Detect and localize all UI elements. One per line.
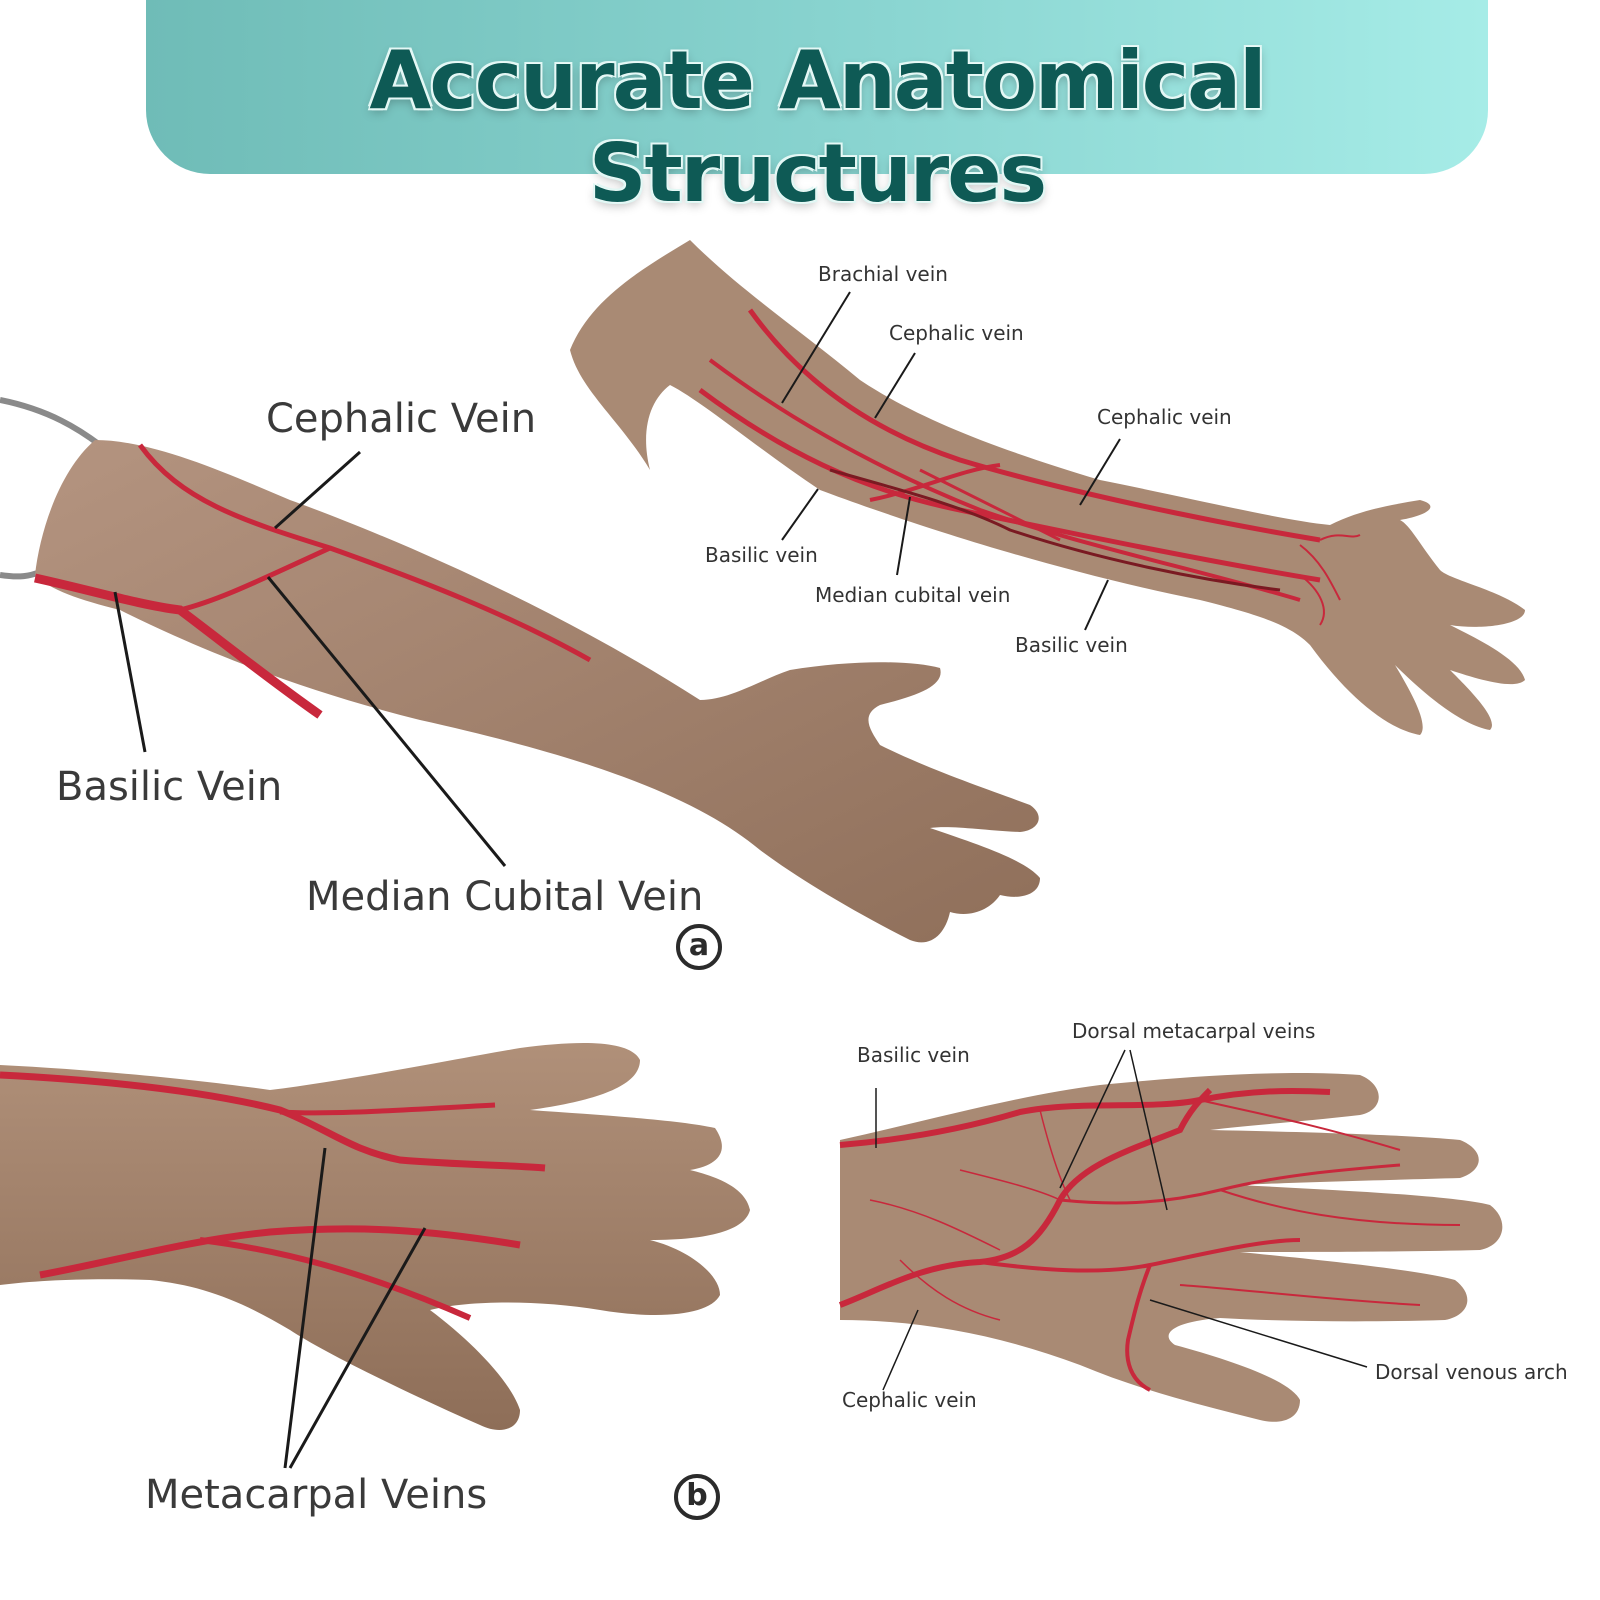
diagram-label-basilic-vein-upper: Basilic vein: [705, 543, 818, 567]
diagram-label-brachial-vein: Brachial vein: [818, 262, 948, 286]
hand-model: [0, 1043, 750, 1430]
median-cubital-vein-model: [179, 545, 332, 613]
arm-skin: [35, 440, 1040, 943]
label-cephalic-vein: Cephalic Vein: [266, 396, 537, 442]
panel-b-badge: b: [674, 1474, 720, 1520]
page-title: Accurate Anatomical Structures: [369, 34, 1266, 220]
panel-b-model-leaders: [283, 1147, 427, 1469]
hand-diagram-veins: [838, 1087, 1461, 1392]
hand-diagram: [838, 1073, 1503, 1422]
diagram-label-dorsal-venous-arch: Dorsal venous arch: [1375, 1360, 1568, 1384]
diagram-label-cephalic-vein-forearm: Cephalic vein: [1097, 405, 1232, 429]
diagram-label-basilic-vein-forearm: Basilic vein: [1015, 633, 1128, 657]
tube: [0, 397, 102, 448]
diagram-label-basilic-vein-hand: Basilic vein: [857, 1043, 970, 1067]
label-metacarpal-veins: Metacarpal Veins: [145, 1472, 488, 1518]
panel-b-diagram-leaders: [875, 1049, 1368, 1391]
metacarpal-veins-model: [0, 1071, 546, 1321]
label-median-cubital-vein: Median Cubital Vein: [306, 874, 704, 920]
diagram-label-dorsal-metacarpal-veins: Dorsal metacarpal veins: [1072, 1019, 1316, 1043]
arm-diagram-skin: [570, 240, 1525, 735]
hand-model-skin: [0, 1043, 750, 1430]
basilic-vein-model: [34, 573, 323, 719]
diagram-label-median-cubital-vein: Median cubital vein: [815, 583, 1011, 607]
label-basilic-vein: Basilic Vein: [56, 764, 283, 810]
panel-a-badge: a: [676, 924, 722, 970]
panel-a-leaders: [113, 291, 1121, 867]
arm-model: [0, 397, 1040, 943]
title-banner: Accurate Anatomical Structures: [146, 0, 1488, 220]
diagram-label-cephalic-vein-upper: Cephalic vein: [889, 321, 1024, 345]
brachial-vein-diagram: [829, 468, 1281, 592]
diagram-label-cephalic-vein-hand: Cephalic vein: [842, 1388, 977, 1412]
arm-diagram: [570, 240, 1525, 735]
tube-lower: [0, 569, 42, 580]
cephalic-vein-model: [137, 443, 592, 663]
hand-diagram-skin: [840, 1073, 1503, 1422]
